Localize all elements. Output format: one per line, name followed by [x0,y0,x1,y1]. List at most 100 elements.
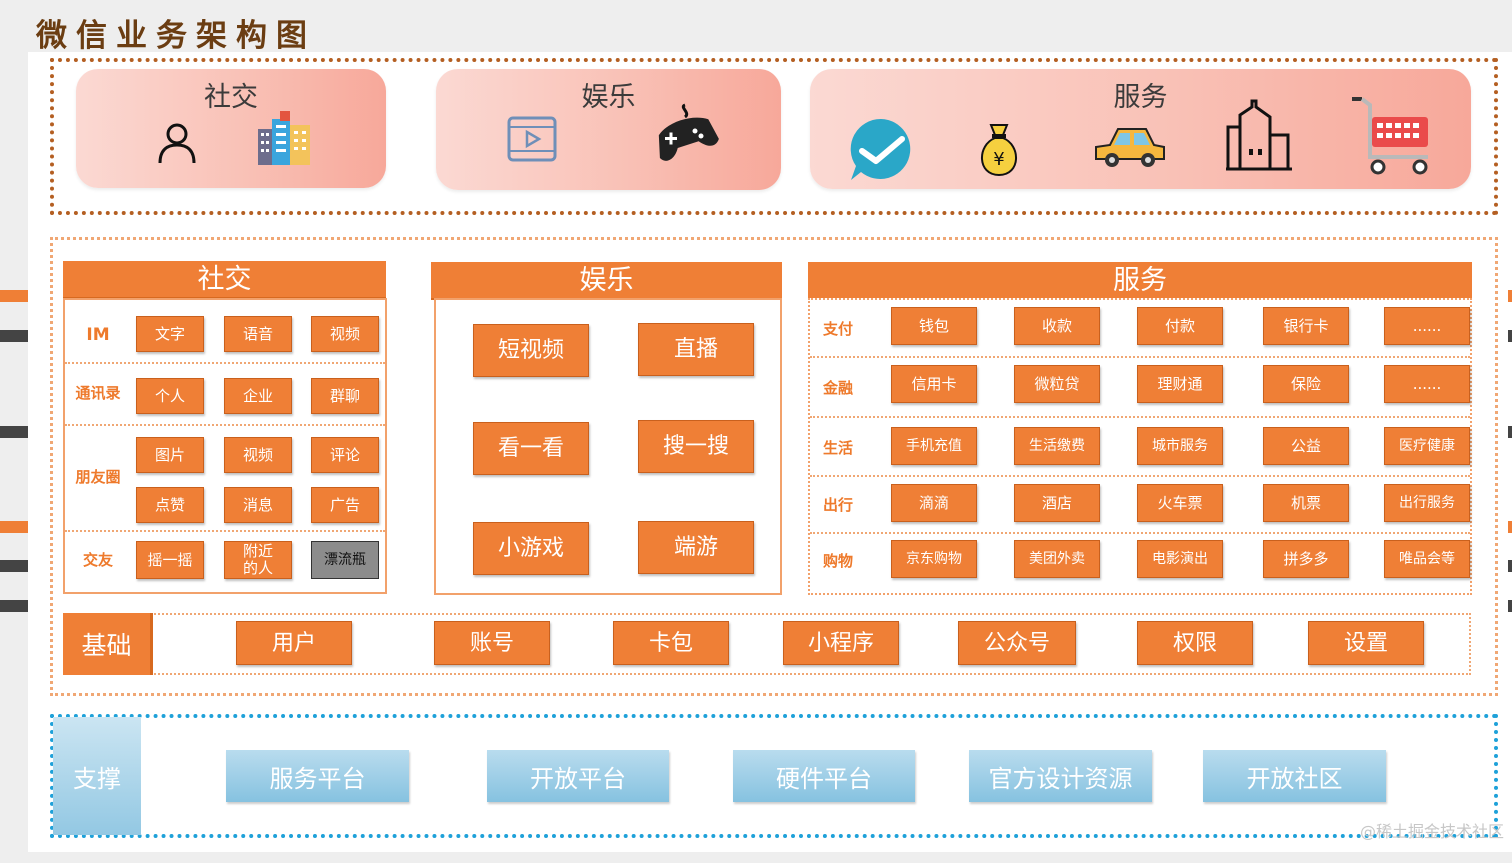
service-finance-item[interactable]: 微粒贷 [1014,365,1100,403]
entertainment-item[interactable]: 小游戏 [473,522,589,575]
edge-mark [0,426,28,438]
service-life-item[interactable]: 手机充值 [891,427,977,465]
service-shopping-item[interactable]: 美团外卖 [1014,540,1100,578]
support-item[interactable]: 开放平台 [487,750,669,802]
social-contacts-item[interactable]: 群聊 [311,378,379,414]
edge-mark [0,330,28,342]
social-im-item[interactable]: 文字 [136,316,204,352]
base-item[interactable]: 卡包 [613,621,729,665]
row-divider [810,416,1470,418]
edge-mark [0,290,28,302]
social-moments-item[interactable]: 点赞 [136,487,204,523]
diagram-title: 微信业务架构图 [36,18,316,54]
service-shopping-item[interactable]: 唯品会等 [1384,540,1470,578]
social-moments-item[interactable]: 视频 [224,437,292,473]
service-travel-item[interactable]: 机票 [1263,484,1349,522]
yen-symbol: ¥ [993,149,1004,170]
service-finance-item[interactable]: 保险 [1263,365,1349,403]
social-im-item[interactable]: 语音 [224,316,292,352]
service-life-item[interactable]: 公益 [1263,427,1349,465]
edge-mark [0,521,28,533]
category-label-finance: 金融 [822,379,853,397]
social-friends-item[interactable]: 附近的人 [224,541,292,579]
base-item[interactable]: 账号 [434,621,550,665]
service-travel-item[interactable]: 出行服务 [1384,484,1470,522]
support-label: 支撑 [53,717,141,835]
support-item[interactable]: 服务平台 [226,750,409,802]
social-moments-item[interactable]: 广告 [311,487,379,523]
service-pay-item[interactable]: 钱包 [891,307,977,345]
money-bag-icon: ¥ [975,123,1023,181]
base-item[interactable]: 小程序 [783,621,899,665]
edge-mark [1508,600,1512,612]
business-frame [50,237,1498,696]
section-header-entertainment: 娱乐 [431,262,782,300]
category-label-shopping: 购物 [822,552,853,570]
base-label: 基础 [63,613,153,675]
overview-card-title: 服务 [1113,82,1168,113]
service-life-item[interactable]: 城市服务 [1137,427,1223,465]
social-friends-item-drift-bottle[interactable]: 漂流瓶 [311,541,379,579]
category-label-contacts: 通讯录 [75,384,121,402]
service-travel-item[interactable]: 滴滴 [891,484,977,522]
entertainment-item[interactable]: 直播 [638,323,754,376]
row-divider [810,356,1470,358]
edge-mark [1508,426,1512,438]
service-shopping-item[interactable]: 京东购物 [891,540,977,578]
service-shopping-item[interactable]: 拼多多 [1263,540,1349,578]
base-item[interactable]: 权限 [1137,621,1253,665]
service-pay-item[interactable]: 收款 [1014,307,1100,345]
support-item[interactable]: 官方设计资源 [969,750,1152,802]
service-life-item[interactable]: 医疗健康 [1384,427,1470,465]
car-icon [1092,125,1168,173]
person-icon [156,119,198,171]
entertainment-item[interactable]: 端游 [638,521,754,574]
social-contacts-item[interactable]: 企业 [224,378,292,414]
base-item[interactable]: 用户 [236,621,352,665]
service-shopping-item[interactable]: 电影演出 [1137,540,1223,578]
overview-card-entertainment: 娱乐 [436,69,781,190]
row-divider [810,532,1470,534]
support-item[interactable]: 开放社区 [1203,750,1386,802]
category-label-im: IM [86,325,110,345]
row-divider [65,424,385,426]
service-finance-item[interactable]: 信用卡 [891,365,977,403]
social-moments-item[interactable]: 图片 [136,437,204,473]
social-friends-item[interactable]: 摇一摇 [136,541,204,579]
overview-card-social: 社交 [76,69,386,188]
social-im-item[interactable]: 视频 [311,316,379,352]
gamepad-icon [651,103,721,173]
buildings-icon [256,109,314,171]
category-label-friends: 交友 [82,551,113,569]
service-pay-item[interactable]: ...... [1384,307,1470,345]
city-buildings-icon [1224,99,1294,175]
social-contacts-item[interactable]: 个人 [136,378,204,414]
service-travel-item[interactable]: 火车票 [1137,484,1223,522]
social-moments-item[interactable]: 评论 [311,437,379,473]
overview-card-service: 服务 ¥ [810,69,1471,189]
entertainment-item[interactable]: 看一看 [473,422,589,475]
service-travel-item[interactable]: 酒店 [1014,484,1100,522]
edge-mark [1508,521,1512,533]
base-item[interactable]: 公众号 [958,621,1076,665]
section-header-social: 社交 [63,261,386,299]
social-moments-item[interactable]: 消息 [224,487,292,523]
service-pay-item[interactable]: 银行卡 [1263,307,1349,345]
service-finance-item[interactable]: ...... [1384,365,1470,403]
watermark: @稀土掘金技术社区 [1359,822,1504,841]
entertainment-item[interactable]: 短视频 [473,324,589,377]
overview-card-title: 娱乐 [581,82,636,113]
service-life-item[interactable]: 生活缴费 [1014,427,1100,465]
entertainment-item[interactable]: 搜一搜 [638,420,754,473]
support-item[interactable]: 硬件平台 [733,750,915,802]
service-finance-item[interactable]: 理财通 [1137,365,1223,403]
category-label-moments: 朋友圈 [75,468,121,486]
service-pay-item[interactable]: 付款 [1137,307,1223,345]
checkmark-bubble-icon [848,117,914,187]
category-label-life: 生活 [822,439,853,457]
shopping-cart-icon [1350,95,1434,181]
base-item[interactable]: 设置 [1308,621,1424,665]
category-label-travel: 出行 [822,496,853,514]
overview-frame [50,58,1498,215]
edge-mark [1508,330,1512,342]
